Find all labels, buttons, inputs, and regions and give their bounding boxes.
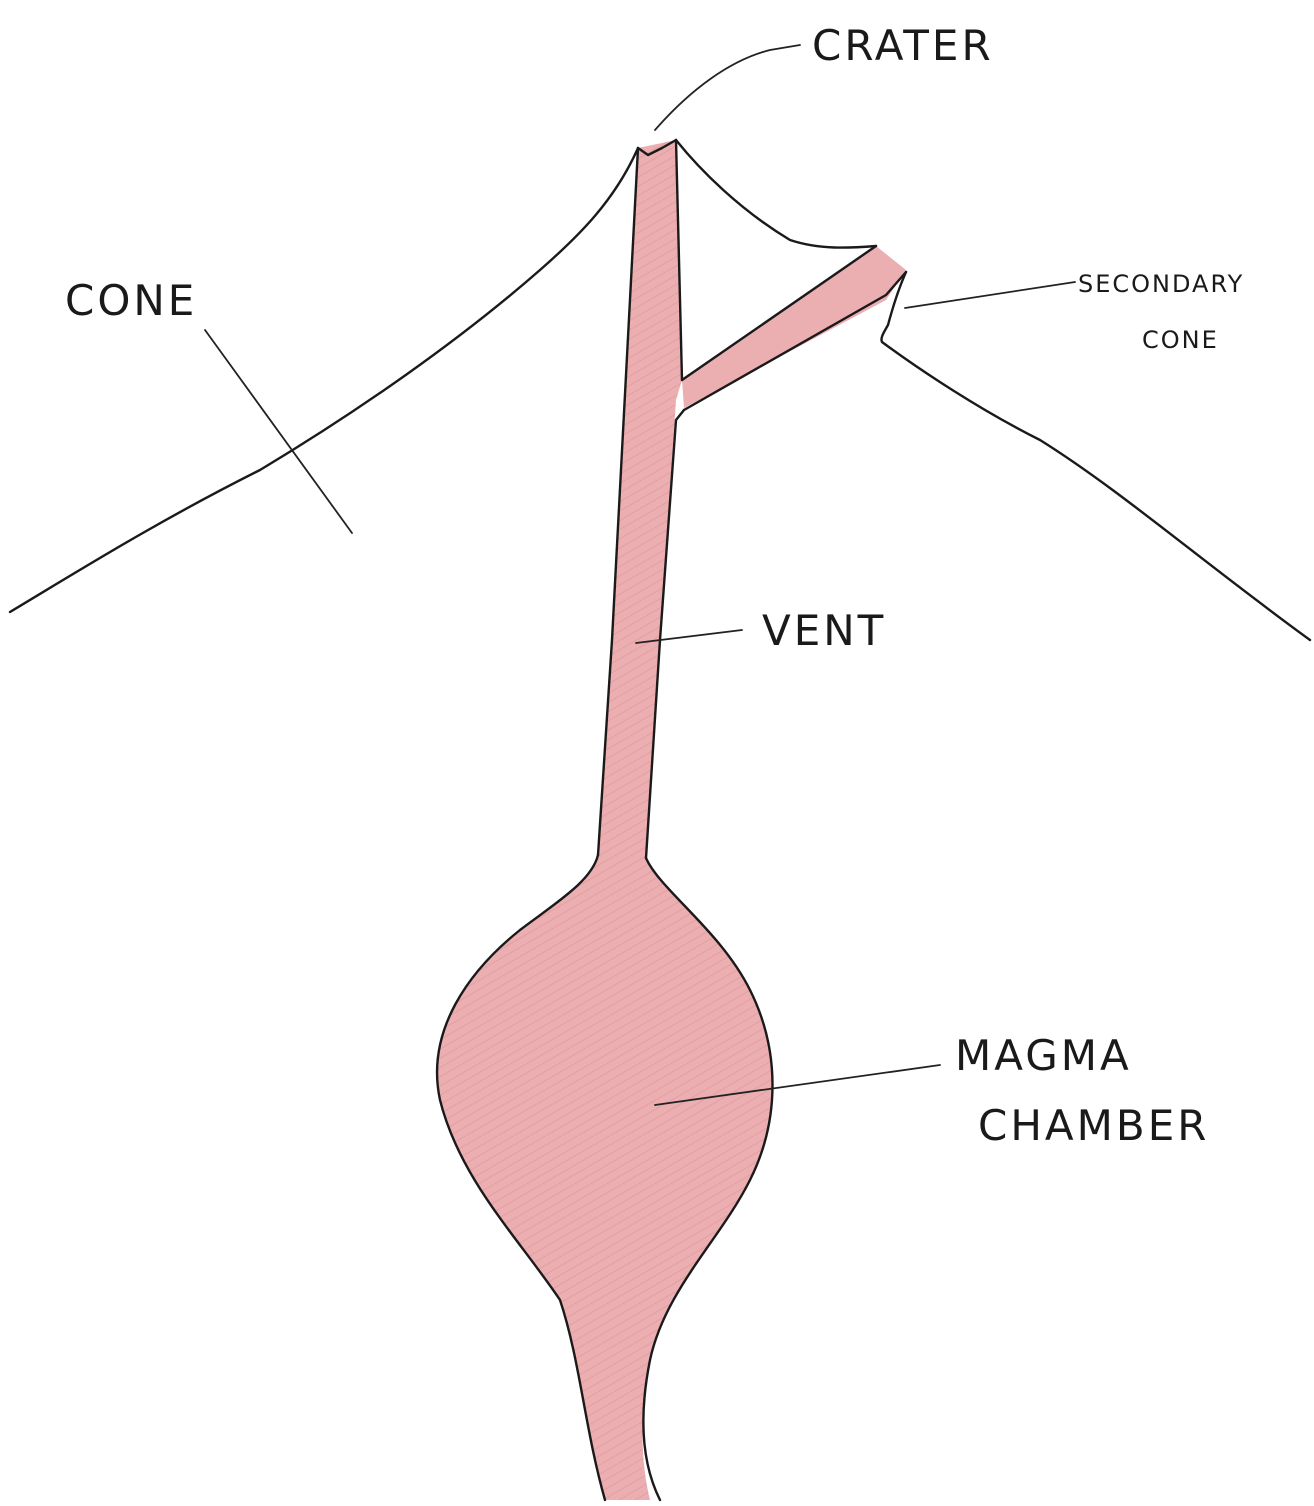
- magma-chamber-label-line2: CHAMBER: [978, 1101, 1209, 1150]
- cone-leader-line: [205, 330, 352, 533]
- cone-right-upper-flank: [676, 140, 876, 248]
- magma-hatching: [437, 140, 772, 1500]
- magma-chamber-label: MAGMA: [955, 1031, 1132, 1080]
- secondary-cone-leader-line: [905, 282, 1075, 308]
- secondary-cone-label-line2: CONE: [1142, 326, 1219, 354]
- secondary-cone: [881, 272, 1310, 640]
- magma-fill: [437, 140, 906, 1500]
- secondary-vent-fill: [682, 246, 906, 408]
- crater-label: CRATER: [812, 21, 994, 70]
- crater-leader-line: [655, 45, 800, 130]
- cone-label: CONE: [65, 276, 197, 325]
- vent-label: VENT: [762, 606, 886, 655]
- secondary-cone-label: SECONDARY: [1078, 270, 1244, 298]
- cone-left-flank: [10, 148, 638, 612]
